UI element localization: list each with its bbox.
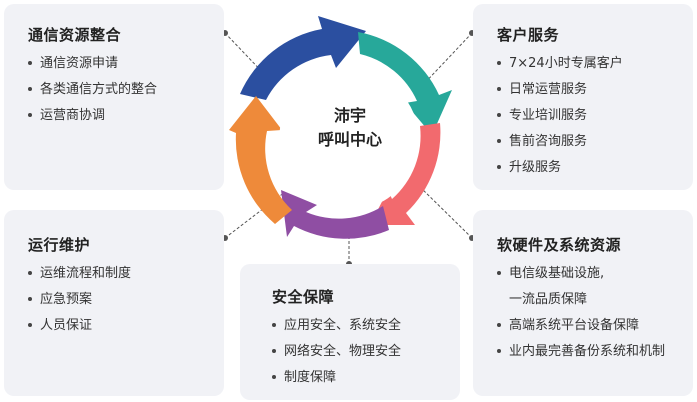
list-item: 7×24小时专属客户 [497,51,693,77]
connector-br [417,184,473,239]
bullet-icon [497,270,501,275]
arrow-teal [358,32,452,135]
list-item: 专业培训服务 [497,103,693,129]
card-hardware-software-resources: 软硬件及系统资源 电信级基础设施, 一流品质保障 高端系统平台设备保障 业内最完… [473,210,693,396]
card-communication-resources: 通信资源整合 通信资源申请 各类通信方式的整合 运营商协调 [4,4,224,190]
list-item: 各类通信方式的整合 [28,77,224,103]
list-item: 售前咨询服务 [497,129,693,155]
card-list: 运维流程和制度 应急预案 人员保证 [28,261,224,339]
list-item: 通信资源申请 [28,51,224,77]
list-item: 应急预案 [28,287,224,313]
card-operations-maintenance: 运行维护 运维流程和制度 应急预案 人员保证 [4,210,224,396]
list-item: 人员保证 [28,313,224,339]
card-title: 客户服务 [497,26,560,44]
arrow-purple [281,190,389,239]
bullet-icon [497,348,501,353]
bullet-icon [28,60,32,65]
list-item: 制度保障 [272,365,460,391]
list-item: 运营商协调 [28,103,224,129]
bullet-icon [28,296,32,301]
list-item: 高端系统平台设备保障 [497,313,693,339]
list-item: 业内最完善备份系统和机制 [497,339,693,365]
center-label: 沛宇 呼叫中心 [305,104,395,152]
bullet-icon [272,348,276,353]
center-title-line2: 呼叫中心 [317,130,382,149]
card-list: 应用安全、系统安全 网络安全、物理安全 制度保障 [272,313,460,391]
connector-bl [224,191,286,239]
card-list: 通信资源申请 各类通信方式的整合 运营商协调 [28,51,224,129]
card-title: 通信资源整合 [28,26,122,44]
bullet-icon [497,138,501,143]
bullet-icon [497,86,501,91]
bullet-icon [497,164,501,169]
list-item: 网络安全、物理安全 [272,339,460,365]
bullet-icon [28,112,32,117]
list-item: 电信级基础设施, [497,261,693,287]
bullet-icon [497,322,501,327]
center-circle [279,70,419,210]
card-title: 运行维护 [28,236,91,254]
list-item: 运维流程和制度 [28,261,224,287]
bullet-icon [28,270,32,275]
list-item-continuation: 一流品质保障 [509,292,588,307]
connector-tr [419,32,473,89]
list-item: 升级服务 [497,155,693,181]
arrow-coral [370,123,441,225]
card-list: 电信级基础设施, 一流品质保障 高端系统平台设备保障 业内最完善备份系统和机制 [497,261,693,365]
bullet-icon [272,322,276,327]
bullet-icon [28,322,32,327]
bullet-icon [272,374,276,379]
center-title-line1: 沛宇 [333,106,366,125]
card-list: 7×24小时专属客户 日常运营服务 专业培训服务 售前咨询服务 升级服务 [497,51,693,181]
bullet-icon [28,86,32,91]
list-item: 应用安全、系统安全 [272,313,460,339]
card-title: 软硬件及系统资源 [497,236,622,254]
card-customer-service: 客户服务 7×24小时专属客户 日常运营服务 专业培训服务 售前咨询服务 升级服… [473,4,693,190]
arrow-blue [240,16,366,100]
bullet-icon [497,60,501,65]
card-title: 安全保障 [272,288,335,306]
list-item: 日常运营服务 [497,77,693,103]
bullet-icon [497,112,501,117]
card-security: 安全保障 应用安全、系统安全 网络安全、物理安全 制度保障 [240,264,460,400]
arrow-orange [229,96,292,224]
